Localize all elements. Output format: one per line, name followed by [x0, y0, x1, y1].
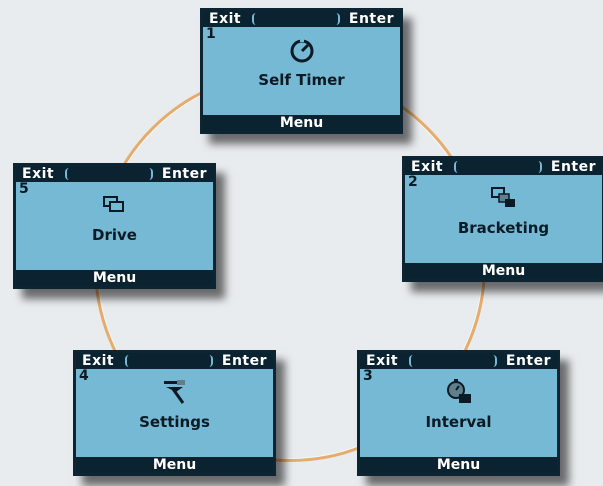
softkey-bar: Exit Enter: [405, 159, 602, 175]
bracketing-icon: [488, 183, 520, 213]
exit-softkey[interactable]: Exit: [209, 11, 242, 27]
enter-softkey[interactable]: Enter: [550, 159, 596, 175]
softkey-blank: [65, 168, 153, 180]
screen-number: 4: [79, 368, 89, 384]
menu-softkey[interactable]: Menu: [360, 457, 557, 473]
exit-softkey[interactable]: Exit: [22, 166, 55, 182]
screen-self-timer: Exit Enter 1 Self Timer Menu: [200, 8, 403, 134]
screen-number: 2: [408, 174, 418, 190]
enter-softkey[interactable]: Enter: [505, 353, 551, 369]
softkey-blank: [252, 13, 340, 25]
menu-softkey[interactable]: Menu: [203, 115, 400, 131]
enter-softkey[interactable]: Enter: [161, 166, 207, 182]
enter-softkey[interactable]: Enter: [221, 353, 267, 369]
menu-softkey[interactable]: Menu: [405, 263, 602, 279]
exit-softkey[interactable]: Exit: [82, 353, 115, 369]
softkey-blank: [409, 355, 497, 367]
softkey-bar: Exit Enter: [360, 353, 557, 369]
screen-label: Self Timer: [258, 71, 345, 89]
settings-icon: [159, 377, 191, 407]
softkey-blank: [454, 161, 542, 173]
drive-icon: [99, 190, 131, 220]
screen-label: Bracketing: [457, 219, 550, 237]
softkey-blank: [125, 355, 213, 367]
screen-number: 5: [19, 181, 29, 197]
softkey-bar: Exit Enter: [76, 353, 273, 369]
screen-settings: Exit Enter 4 Settings Menu: [73, 350, 276, 476]
exit-softkey[interactable]: Exit: [366, 353, 399, 369]
screen-number: 3: [363, 368, 373, 384]
screen-bracketing: Exit Enter 2 Bracketing Menu: [402, 156, 603, 282]
exit-softkey[interactable]: Exit: [411, 159, 444, 175]
menu-softkey[interactable]: Menu: [76, 457, 273, 473]
screen-drive: Exit Enter 5 Drive Menu: [13, 163, 216, 289]
softkey-bar: Exit Enter: [16, 166, 213, 182]
screen-interval: Exit Enter 3 Interval Menu: [357, 350, 560, 476]
screen-label: Drive: [92, 226, 137, 244]
enter-softkey[interactable]: Enter: [348, 11, 394, 27]
screen-number: 1: [206, 26, 216, 42]
softkey-bar: Exit Enter: [203, 11, 400, 27]
interval-icon: [443, 377, 475, 407]
menu-softkey[interactable]: Menu: [16, 270, 213, 286]
self-timer-icon: [286, 35, 318, 65]
screen-label: Settings: [139, 413, 210, 431]
screen-label: Interval: [425, 413, 492, 431]
